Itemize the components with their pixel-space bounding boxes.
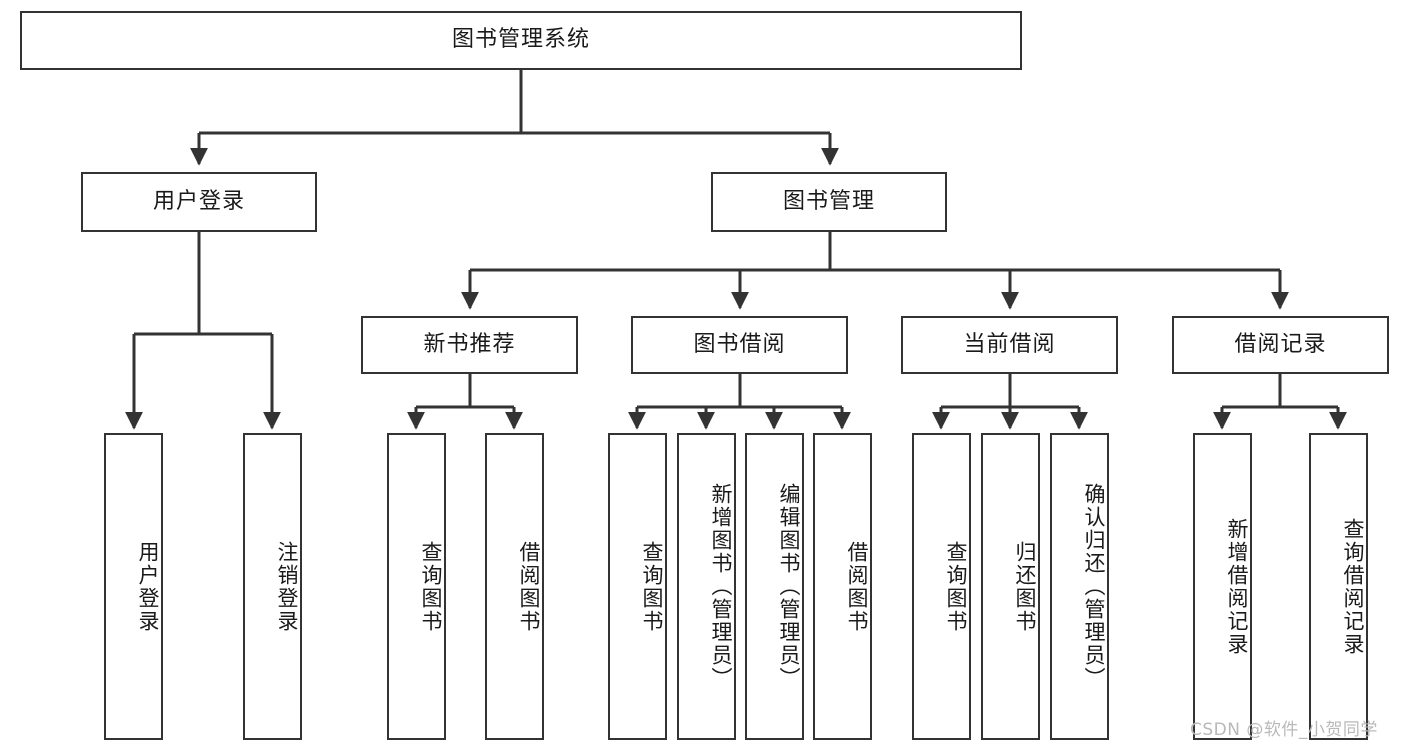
node-label: 图书管理 (782, 188, 875, 214)
csdn-watermark: CSDN @软件_小贺同学 (1190, 720, 1378, 740)
node-label: 查询图书 (944, 540, 968, 633)
node-current-borrow[interactable]: 当前借阅 (901, 316, 1118, 374)
node-label: 新书推荐 (423, 331, 516, 357)
node-label: 确认归还（管理员） (1082, 483, 1106, 690)
node-label: 查询图书 (419, 540, 443, 633)
leaf-borrow-query-book[interactable]: 查询图书 (608, 433, 667, 740)
node-label: 查询借阅记录 (1341, 517, 1365, 656)
node-label: 用户登录 (152, 188, 245, 214)
leaf-borrow-add-book-admin[interactable]: 新增图书（管理员） (677, 433, 736, 740)
leaf-user-login-login[interactable]: 用户登录 (104, 433, 163, 740)
leaf-borrow-edit-book-admin[interactable]: 编辑图书（管理员） (745, 433, 804, 740)
node-label: 归还图书 (1013, 540, 1037, 633)
node-borrow-record[interactable]: 借阅记录 (1172, 316, 1389, 374)
node-label: 借阅图书 (845, 540, 869, 633)
leaf-user-login-logout[interactable]: 注销登录 (243, 433, 302, 740)
node-label: 借阅记录 (1234, 331, 1327, 357)
node-label: 图书借阅 (693, 331, 786, 357)
node-book-management[interactable]: 图书管理 (711, 172, 947, 232)
node-label: 注销登录 (275, 540, 299, 633)
node-root-system[interactable]: 图书管理系统 (20, 11, 1022, 70)
node-label: 图书管理系统 (451, 27, 590, 53)
leaf-recommend-query-book[interactable]: 查询图书 (387, 433, 446, 740)
node-label: 新增借阅记录 (1225, 517, 1249, 656)
leaf-record-add-record[interactable]: 新增借阅记录 (1193, 433, 1252, 740)
node-label: 当前借阅 (963, 331, 1056, 357)
leaf-record-query-record[interactable]: 查询借阅记录 (1309, 433, 1368, 740)
node-label: 借阅图书 (517, 540, 541, 633)
node-book-borrow[interactable]: 图书借阅 (631, 316, 848, 374)
leaf-current-confirm-return-admin[interactable]: 确认归还（管理员） (1050, 433, 1109, 740)
leaf-current-return-book[interactable]: 归还图书 (981, 433, 1040, 740)
node-label: 查询图书 (640, 540, 664, 633)
node-user-login[interactable]: 用户登录 (81, 172, 317, 232)
node-label: 编辑图书（管理员） (777, 483, 801, 690)
node-label: 用户登录 (136, 540, 160, 633)
node-label: 新增图书（管理员） (709, 483, 733, 690)
leaf-borrow-borrow-book[interactable]: 借阅图书 (813, 433, 872, 740)
leaf-recommend-borrow-book[interactable]: 借阅图书 (485, 433, 544, 740)
node-new-book-recommend[interactable]: 新书推荐 (361, 316, 578, 374)
leaf-current-query-book[interactable]: 查询图书 (912, 433, 971, 740)
